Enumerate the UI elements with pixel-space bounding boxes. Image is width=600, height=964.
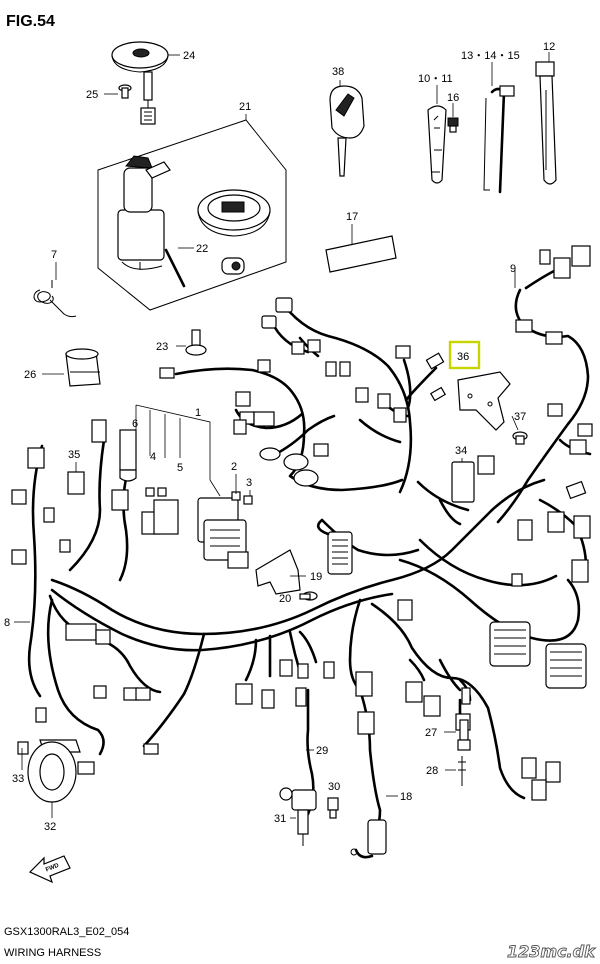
callout-16: 16 <box>447 92 459 104</box>
callout-38: 38 <box>332 66 344 78</box>
part-cable-tie <box>483 85 515 194</box>
fwd-arrow: FWD <box>28 855 71 884</box>
callout-9: 9 <box>510 263 516 275</box>
figure-title: FIG.54 <box>6 13 55 30</box>
callout-5: 5 <box>177 462 183 474</box>
connectors <box>11 245 593 859</box>
callout-25: 25 <box>86 89 98 101</box>
callout-33: 33 <box>12 773 24 785</box>
part-bolt-16 <box>447 117 459 133</box>
callout-37: 37 <box>514 411 526 423</box>
main-harness <box>27 268 592 842</box>
callout-13-14-15: 13・14・15 <box>461 50 520 62</box>
callout-28: 28 <box>426 765 438 777</box>
footer-name: WIRING HARNESS <box>4 947 101 959</box>
footer-code: GSX1300RAL3_E02_054 <box>4 926 129 938</box>
callout-36: 36 <box>457 351 469 363</box>
part-ignition-cover <box>111 41 169 125</box>
part-key <box>329 85 365 177</box>
part-screw-37 <box>512 431 528 445</box>
callout-27: 27 <box>425 727 437 739</box>
callout-12: 12 <box>543 41 555 53</box>
callout-35: 35 <box>68 449 80 461</box>
callout-29: 29 <box>316 745 328 757</box>
callout-21: 21 <box>239 101 251 113</box>
callout-22: 22 <box>196 243 208 255</box>
callout-8: 8 <box>4 617 10 629</box>
callout-32: 32 <box>44 821 56 833</box>
callout-18: 18 <box>400 791 412 803</box>
fwd-label: FWD <box>45 863 61 874</box>
callout-34: 34 <box>455 445 467 457</box>
part-bolt-23 <box>185 329 207 356</box>
callout-30: 30 <box>328 781 340 793</box>
callout-23: 23 <box>156 341 168 353</box>
callout-7: 7 <box>51 249 57 261</box>
callout-6: 6 <box>132 418 138 430</box>
part-spring <box>33 280 77 318</box>
callout-17: 17 <box>346 211 358 223</box>
callout-36-highlight <box>448 340 481 370</box>
callout-31: 31 <box>274 813 286 825</box>
part-ignition-switch-set <box>97 119 287 311</box>
part-band-clamp <box>535 61 557 185</box>
part-screw-25 <box>118 84 132 99</box>
part-rubber-cover <box>65 348 101 387</box>
part-pad <box>325 235 397 273</box>
group-lines <box>135 404 221 497</box>
callout-1: 1 <box>195 407 201 419</box>
watermark: 123mc.dk <box>507 942 596 961</box>
callout-3: 3 <box>246 477 252 489</box>
callout-2: 2 <box>231 461 237 473</box>
part-strap-clip <box>427 105 447 184</box>
callout-26: 26 <box>24 369 36 381</box>
callout-10-11: 10・11 <box>418 73 453 85</box>
callout-20: 20 <box>279 593 291 605</box>
part-bracket-36 <box>457 371 511 431</box>
callout-19: 19 <box>310 571 322 583</box>
callout-24: 24 <box>183 50 195 62</box>
callout-4: 4 <box>150 451 156 463</box>
